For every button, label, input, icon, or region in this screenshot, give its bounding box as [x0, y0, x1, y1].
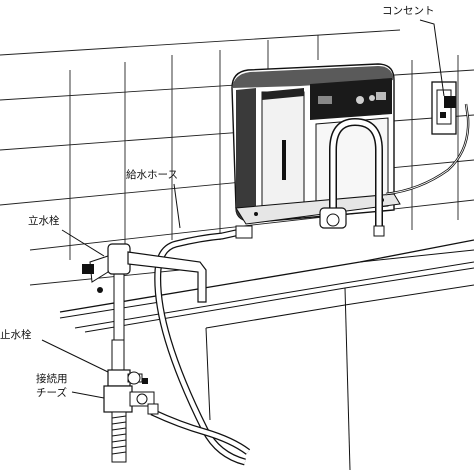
label-outlet: コンセント [382, 5, 445, 97]
faucet [82, 243, 207, 341]
label-faucet-text: 立水栓 [28, 214, 60, 227]
label-outlet-text: コンセント [382, 5, 435, 17]
wall-tiles [0, 29, 474, 286]
label-connector-tee-line1: 接続用 [36, 372, 68, 385]
label-stop-valve: 止水栓 [0, 328, 109, 373]
label-supply-hose: 給水ホース [126, 168, 181, 229]
branch-hose [150, 408, 251, 455]
stop-valve [107, 339, 148, 387]
power-cord [385, 103, 470, 196]
sink-counter [59, 239, 474, 471]
wall-outlet [431, 81, 457, 135]
label-faucet: 立水栓 [28, 214, 105, 257]
connector-tee [103, 385, 159, 463]
label-supply-hose-text: 給水ホース [126, 168, 178, 181]
gooseneck-spout [319, 117, 385, 237]
label-connector-tee: 接続用 チーズ [36, 372, 105, 399]
label-connector-tee-line2: チーズ [36, 386, 67, 399]
label-stop-valve-text: 止水栓 [0, 328, 32, 341]
